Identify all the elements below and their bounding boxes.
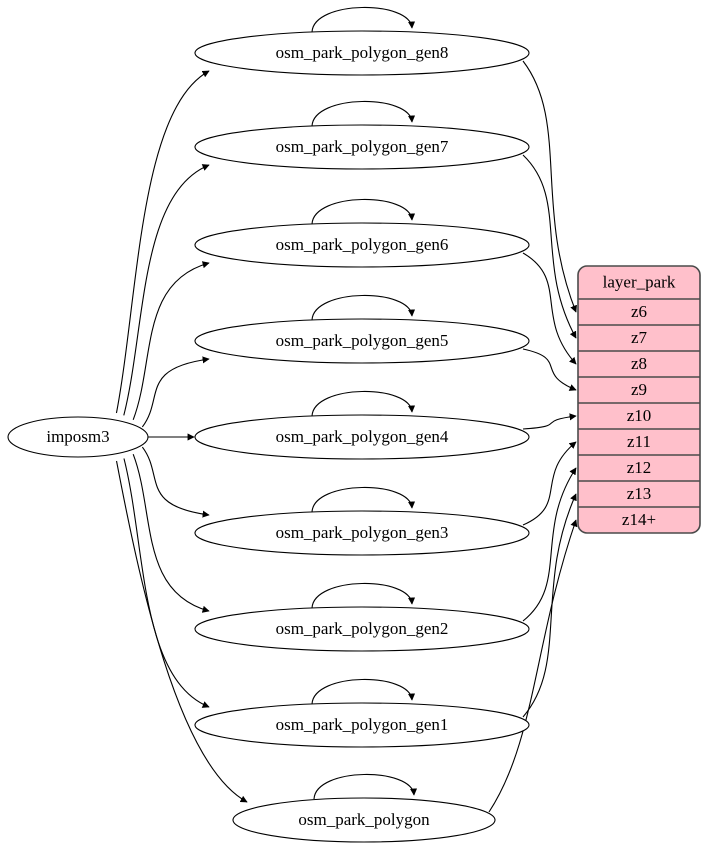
- node-gen3[interactable]: osm_park_polygon_gen3: [194, 510, 530, 556]
- node-gen2[interactable]: osm_park_polygon_gen2: [194, 606, 530, 652]
- edge-imposm3-to-gen5: [141, 356, 210, 428]
- self-loop-edge: [311, 678, 416, 705]
- edge-imposm3-to-base: [115, 460, 248, 803]
- node-ellipse: [194, 510, 530, 556]
- node-ellipse: [194, 30, 530, 76]
- node-gen6[interactable]: osm_park_polygon_gen6: [194, 222, 530, 268]
- node-label: osm_park_polygon_gen8: [276, 43, 449, 62]
- node-gen4[interactable]: osm_park_polygon_gen4: [194, 414, 530, 460]
- node-ellipse: [194, 414, 530, 460]
- edge-gen5-to-z9: [522, 348, 577, 391]
- table-row-z12[interactable]: z12: [578, 455, 700, 481]
- edge-imposm3-to-gen3: [141, 446, 210, 518]
- edge-imposm3-to-gen7: [123, 164, 210, 416]
- self-loop-edge: [313, 773, 418, 800]
- table-row-z9[interactable]: z9: [578, 377, 700, 403]
- row-label: z10: [627, 406, 652, 425]
- edge-gen3-to-z11: [522, 441, 577, 526]
- self-loop-edge: [311, 582, 416, 609]
- edge-gen8-to-z6: [522, 60, 577, 313]
- node-label: osm_park_polygon_gen5: [276, 331, 449, 350]
- node-gen5[interactable]: osm_park_polygon_gen5: [194, 318, 530, 364]
- node-ellipse: [194, 606, 530, 652]
- edge-gen7-to-z7: [522, 154, 577, 339]
- node-label: osm_park_polygon_gen3: [276, 523, 449, 542]
- node-ellipse: [232, 797, 496, 843]
- node-gen7[interactable]: osm_park_polygon_gen7: [194, 124, 530, 170]
- layer-table-background: [577, 265, 701, 534]
- node-ellipse: [194, 702, 530, 748]
- edge-gen4-to-z10: [522, 413, 577, 430]
- self-loop-edge: [311, 6, 416, 33]
- edge-imposm3-to-gen6: [132, 261, 210, 420]
- table-row-z14+[interactable]: z14+: [578, 507, 700, 533]
- node-label: osm_park_polygon: [298, 810, 430, 829]
- table-row-z8[interactable]: z8: [578, 351, 700, 377]
- row-label: z9: [631, 380, 647, 399]
- node-label: osm_park_polygon_gen2: [276, 619, 449, 638]
- node-ellipse: [194, 222, 530, 268]
- node-ellipse: [7, 416, 149, 458]
- row-label: z11: [627, 432, 651, 451]
- node-label: osm_park_polygon_gen6: [276, 235, 449, 254]
- self-loop-edge: [311, 294, 416, 321]
- node-imposm3[interactable]: imposm3: [7, 416, 149, 458]
- node-base[interactable]: osm_park_polygon: [232, 797, 496, 843]
- process-nodes: osm_park_polygon_gen8 osm_park_polygon_ge…: [194, 30, 530, 843]
- edge-base-to-z14+: [488, 519, 578, 813]
- table-row-z11[interactable]: z11: [578, 429, 700, 455]
- node-gen1[interactable]: osm_park_polygon_gen1: [194, 702, 530, 748]
- node-gen8[interactable]: osm_park_polygon_gen8: [194, 30, 530, 76]
- edge-imposm3-to-gen8: [115, 70, 210, 414]
- node-label: osm_park_polygon_gen7: [276, 137, 449, 156]
- layer-table-title: layer_park: [603, 272, 676, 291]
- row-label: z12: [627, 458, 652, 477]
- node-label: osm_park_polygon_gen1: [276, 715, 449, 734]
- table-row-z13[interactable]: z13: [578, 481, 700, 507]
- node-label: osm_park_polygon_gen4: [276, 427, 449, 446]
- edge-gen1-to-z13: [522, 493, 577, 718]
- self-loop-edge: [311, 486, 416, 513]
- edge-imposm3-to-gen2: [132, 454, 210, 613]
- node-label: imposm3: [46, 427, 109, 446]
- row-label: z7: [631, 328, 648, 347]
- table-row-z10[interactable]: z10: [578, 403, 700, 429]
- row-label: z8: [631, 354, 647, 373]
- edge-gen6-to-z8: [522, 252, 577, 365]
- row-label: z13: [627, 484, 652, 503]
- self-loop-edge: [311, 100, 416, 127]
- self-loop-edge: [311, 390, 416, 417]
- source-node: imposm3: [7, 416, 149, 458]
- node-ellipse: [194, 318, 530, 364]
- node-ellipse: [194, 124, 530, 170]
- row-label: z14+: [622, 510, 656, 529]
- row-label: z6: [631, 302, 647, 321]
- table-row-z6[interactable]: z6: [578, 299, 700, 325]
- edges-from-imposm3: [115, 70, 248, 803]
- table-row-z7[interactable]: z7: [578, 325, 700, 351]
- edges-to-layer-park: [488, 60, 578, 813]
- edge-gen2-to-z12: [522, 467, 577, 622]
- layer-park-table: layer_park z6 z7 z8 z9 z10 z11 z12 z13 z14+: [577, 265, 701, 534]
- edge-imposm3-to-gen1: [123, 458, 210, 708]
- self-loop-edge: [311, 198, 416, 225]
- self-loop-edges: [311, 6, 418, 800]
